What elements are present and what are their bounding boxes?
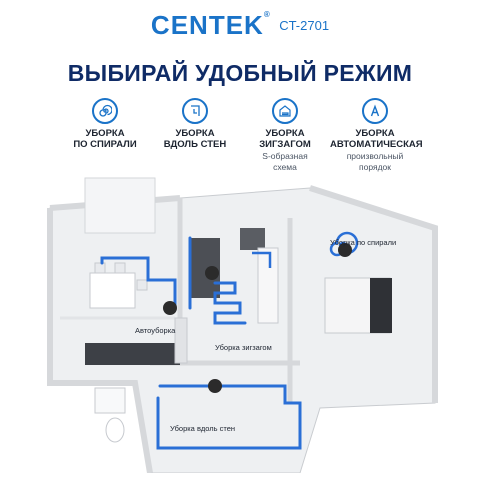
- mode-sub-line2: схема: [273, 162, 297, 172]
- mode-spiral: УБОРКА ПО СПИРАЛИ: [60, 98, 150, 150]
- spiral-icon: [92, 98, 118, 124]
- brand-row: CENTEK® CT-2701: [0, 10, 480, 41]
- mode-title-line1: УБОРКА: [175, 128, 215, 139]
- headline: ВЫБИРАЙ УДОБНЫЙ РЕЖИМ: [67, 60, 413, 86]
- auto-icon: [362, 98, 388, 124]
- brand-logo: CENTEK®: [150, 10, 271, 40]
- floor-plan: Уборка по спирали Автоуборка Уборка зигз…: [40, 168, 440, 474]
- map-label-zigzag: Уборка зигзагом: [215, 343, 272, 352]
- mode-zigzag: УБОРКА ЗИГЗАГОМ S-образная схема: [240, 98, 330, 172]
- robot-vacuum-icon: [338, 243, 352, 257]
- mode-title-line2: ВДОЛЬ СТЕН: [163, 139, 227, 150]
- robot-vacuum-icon: [208, 379, 222, 393]
- robot-vacuum-icon: [205, 266, 219, 280]
- mode-title-line1: УБОРКА: [355, 128, 395, 139]
- mode-title-line1: УБОРКА: [85, 128, 125, 139]
- model-number: CT-2701: [279, 18, 330, 33]
- map-label-auto: Автоуборка: [135, 326, 176, 335]
- mode-wall: УБОРКА ВДОЛЬ СТЕН: [150, 98, 240, 150]
- wall-follow-icon: [182, 98, 208, 124]
- map-label-spiral: Уборка по спирали: [330, 238, 397, 247]
- map-label-wall: Уборка вдоль стен: [170, 424, 236, 433]
- mode-title-line2: АВТОМАТИЧЕСКАЯ: [330, 139, 423, 150]
- mode-title-line2: ЗИГЗАГОМ: [259, 139, 311, 150]
- mode-auto: УБОРКА АВТОМАТИЧЕСКАЯ произвольный поряд…: [330, 98, 423, 172]
- zigzag-home-icon: [272, 98, 298, 124]
- mode-list: УБОРКА ПО СПИРАЛИ УБОРКА ВДОЛЬ СТЕН УБОР…: [60, 98, 423, 188]
- mode-title-line1: УБОРКА: [265, 128, 305, 139]
- mode-sub-line1: произвольный: [346, 151, 404, 161]
- mode-sub-line2: порядок: [359, 162, 391, 172]
- floor-plan-drawing: [47, 177, 438, 474]
- robot-vacuum-icon: [163, 301, 177, 315]
- mode-title-line2: ПО СПИРАЛИ: [73, 139, 137, 150]
- mode-sub-line1: S-образная: [262, 151, 308, 161]
